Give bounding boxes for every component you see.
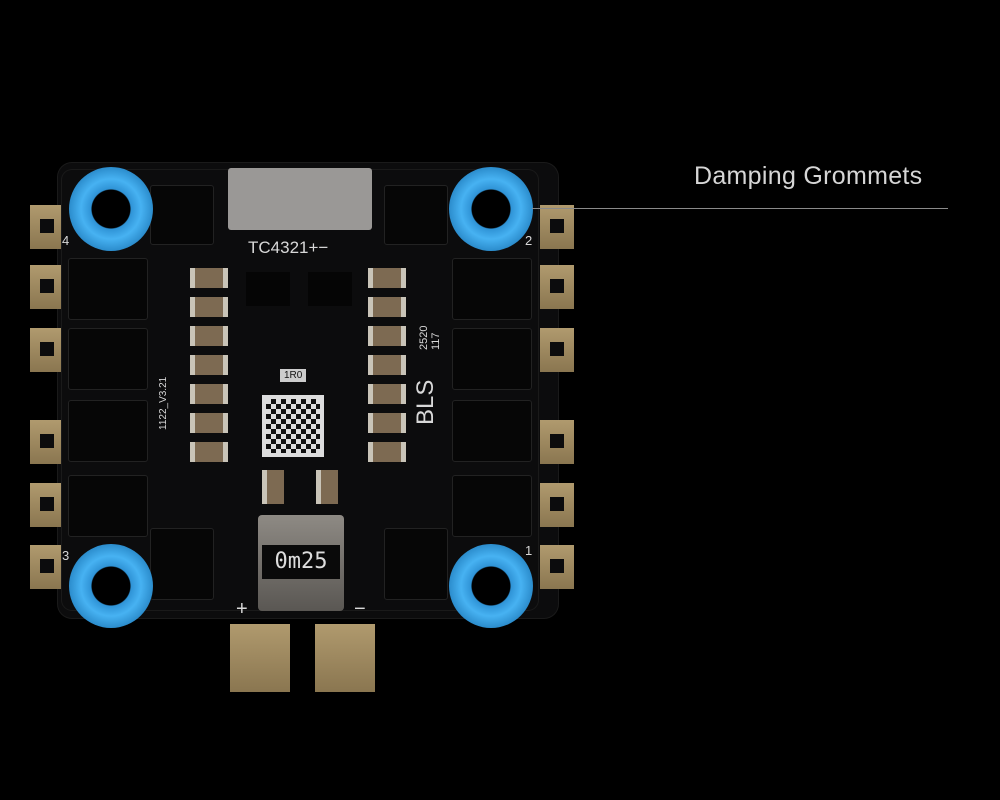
motor-pad	[30, 205, 64, 249]
damping-grommet	[69, 544, 153, 628]
motor-4-label: 4	[62, 233, 70, 248]
motor-pad	[540, 483, 574, 527]
brand-label: BLS	[412, 379, 439, 425]
motor-pad	[540, 328, 574, 372]
version-label: 1122_V3.21	[158, 376, 169, 430]
battery-plus-pad	[230, 624, 290, 692]
motor-pad	[30, 420, 64, 464]
signal-connector	[228, 168, 372, 230]
motor-pad	[30, 483, 64, 527]
qr-code	[262, 395, 324, 457]
minus-label: −	[354, 598, 366, 620]
damping-grommet	[449, 544, 533, 628]
regulator	[246, 272, 290, 306]
resistor-label: 1R0	[280, 369, 307, 382]
motor-3-label: 3	[62, 548, 70, 563]
regulator	[308, 272, 352, 306]
damping-grommet	[69, 167, 153, 251]
motor-pad	[30, 545, 64, 589]
motor-pad	[30, 265, 64, 309]
plus-label: +	[236, 598, 248, 620]
code-label: 2520 117	[418, 325, 442, 350]
callout-label: Damping Grommets	[694, 162, 923, 190]
motor-pad	[30, 328, 64, 372]
motor-pad	[540, 420, 574, 464]
motor-2-label: 2	[525, 233, 533, 248]
motor-pad	[540, 205, 574, 249]
damping-grommet	[449, 167, 533, 251]
battery-minus-pad	[315, 624, 375, 692]
motor-pad	[540, 265, 574, 309]
callout-line	[532, 208, 948, 209]
motor-pad	[540, 545, 574, 589]
connector-label: TC4321+−	[248, 238, 329, 257]
shunt-label: 0m25	[262, 545, 340, 579]
motor-1-label: 1	[525, 543, 533, 558]
